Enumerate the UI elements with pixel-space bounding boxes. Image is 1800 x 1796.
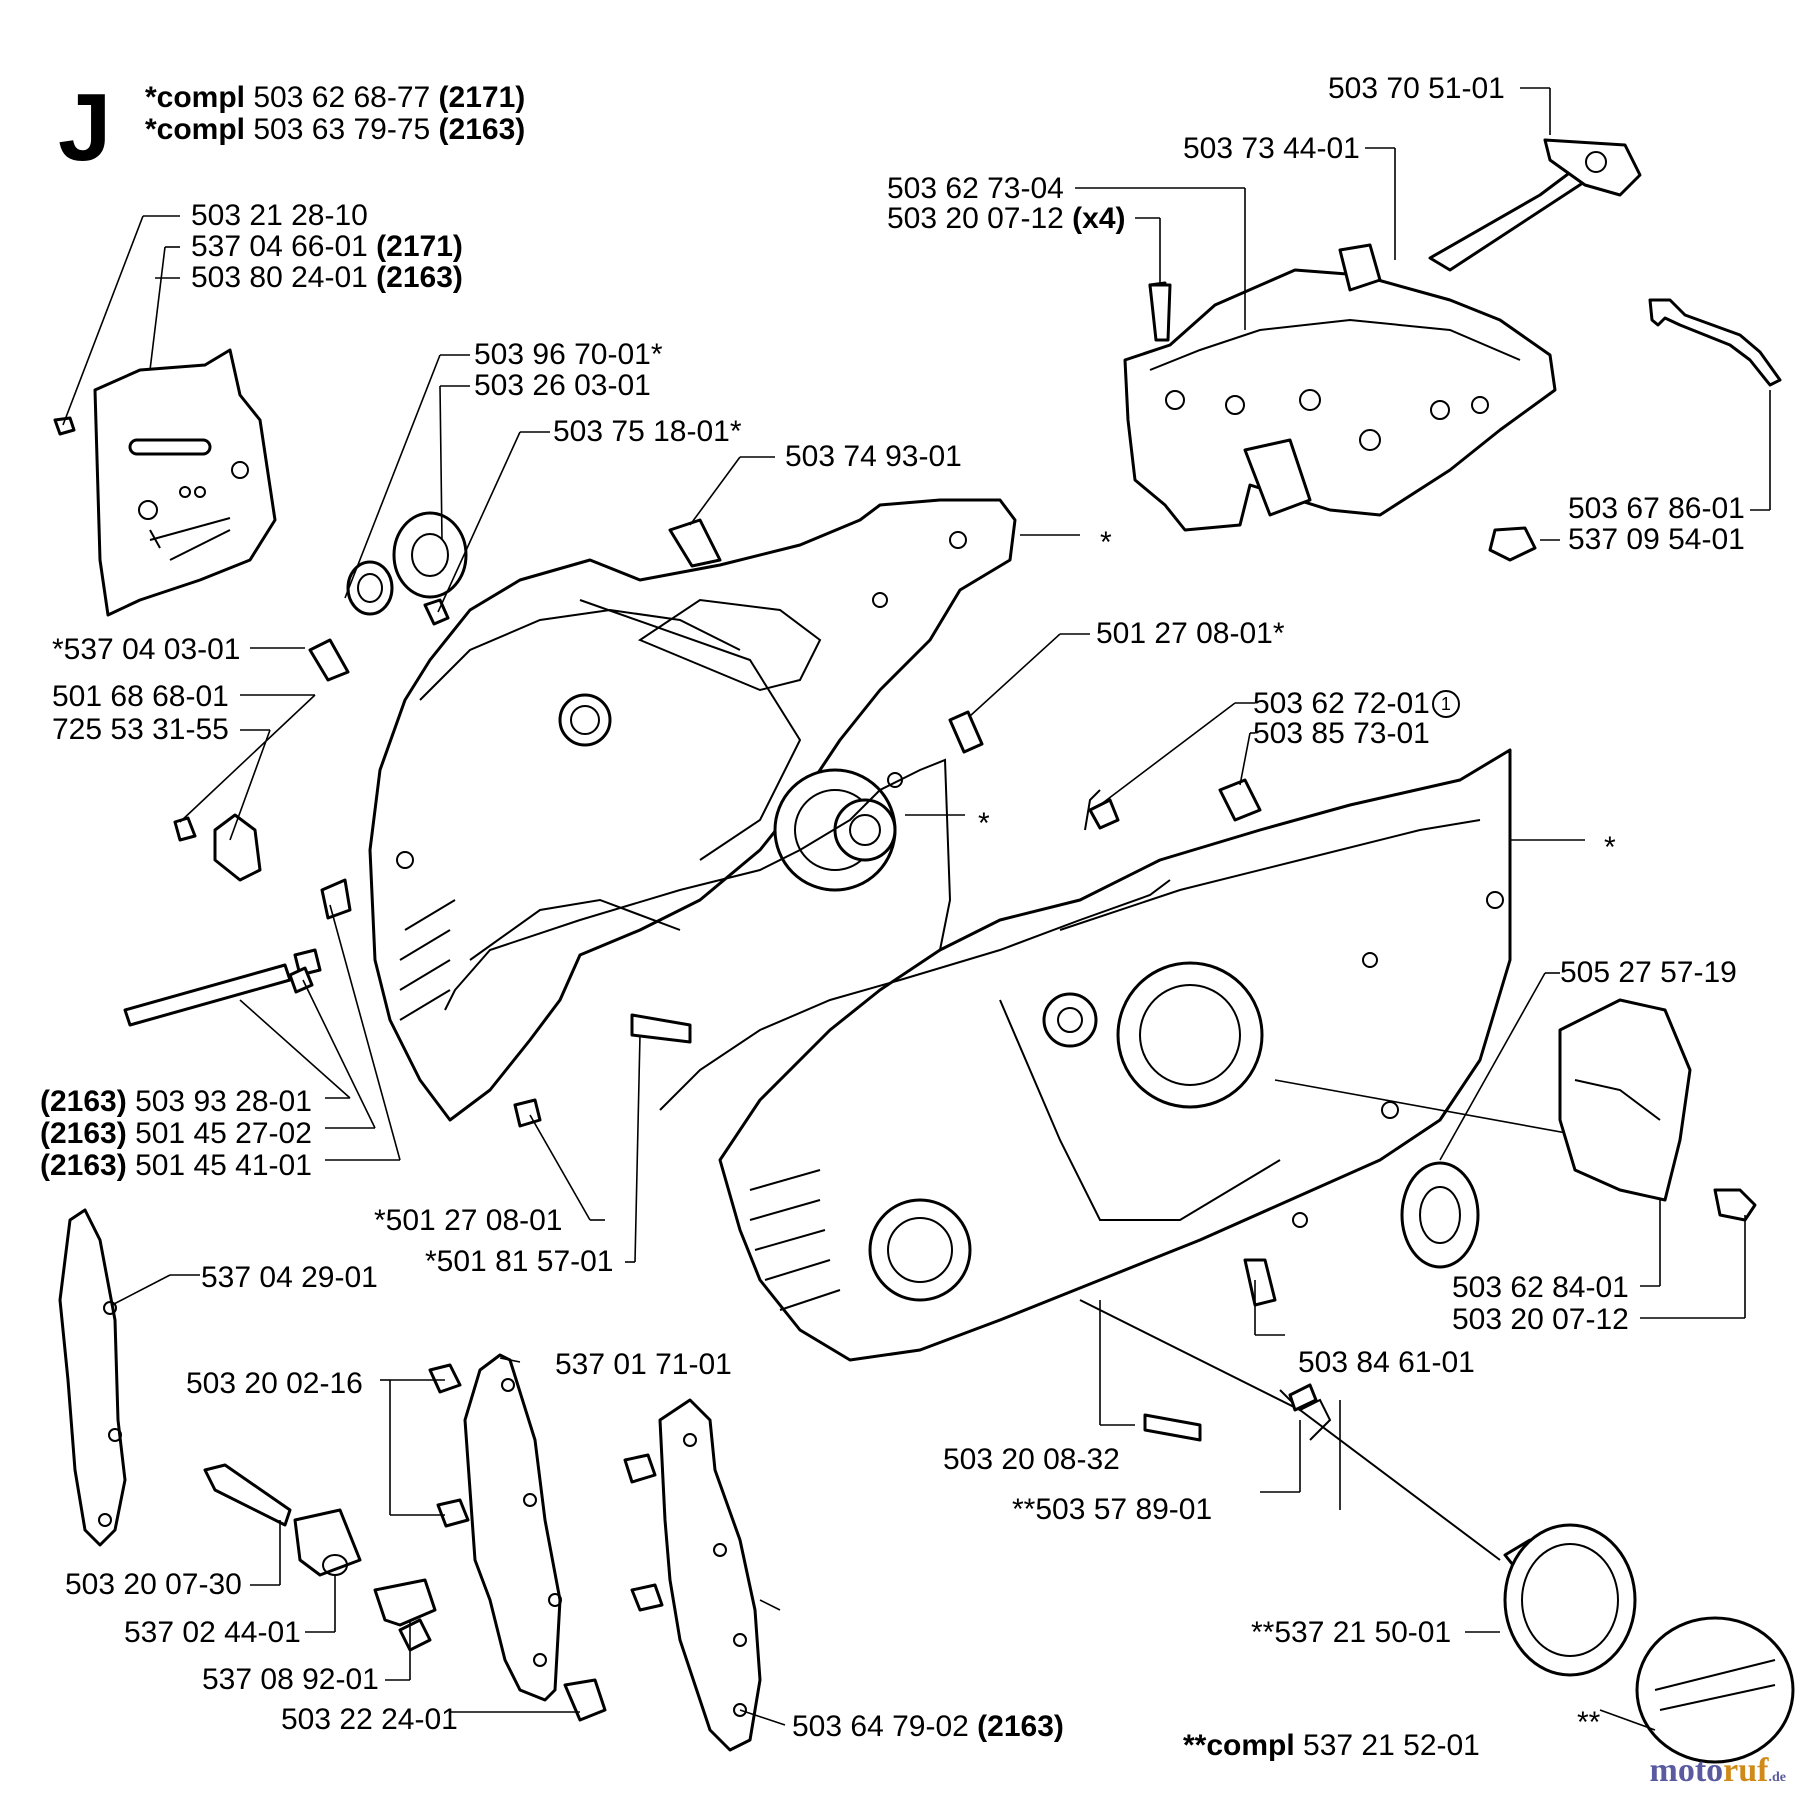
part-model: (2163) <box>40 1117 127 1150</box>
adjuster-set <box>123 694 692 1263</box>
part-label: **503 57 89-01 <box>1012 1493 1213 1526</box>
compl-prefix: *compl <box>145 113 246 146</box>
compl-model: (2171) <box>438 81 526 114</box>
watermark-logo: motoruf.de <box>1649 1752 1786 1789</box>
part-label: 501 27 08-01* <box>1096 617 1285 650</box>
part-model: (2171) <box>376 230 463 263</box>
compl-prefix: **compl <box>1183 1729 1295 1762</box>
part-model: (2163) <box>40 1149 127 1182</box>
part-label: 725 53 31-55 <box>52 713 229 746</box>
crankcase-right <box>659 702 1661 1362</box>
compl-number: 537 21 52-01 <box>1303 1729 1480 1762</box>
part-label: 503 62 73-04 <box>887 172 1064 205</box>
compl-number: 503 62 68-77 <box>253 81 431 114</box>
part-label: 503 75 18-01* <box>553 415 742 448</box>
part-label: 503 73 44-01 <box>1183 132 1360 165</box>
part-label: 503 21 28-10 <box>191 199 368 232</box>
tank-cover <box>1075 87 1782 562</box>
side-cover <box>1400 972 1757 1319</box>
part-label: 505 27 57-19 <box>1560 956 1737 989</box>
note-circle: 1 <box>1431 690 1460 718</box>
part-label-with-model: (2163) 501 45 41-01 <box>40 1150 312 1182</box>
part-label-with-model: (2163) 503 93 28-01 <box>40 1086 312 1118</box>
part-label: 503 74 93-01 <box>785 440 962 473</box>
part-number: 503 62 72-01 <box>1253 687 1430 720</box>
part-number: 503 80 24-01 <box>191 261 368 294</box>
bearing-set-left <box>250 354 1090 816</box>
part-label: 503 70 51-01 <box>1328 72 1505 105</box>
part-label: 537 09 54-01 <box>1568 523 1745 556</box>
part-label: 503 20 07-12 <box>1452 1303 1629 1336</box>
plate-bar <box>58 1208 200 1547</box>
bumper-spike-right <box>450 1398 786 1752</box>
compl-number: 503 63 79-75 <box>253 113 431 146</box>
part-label: 503 67 86-01 <box>1568 492 1745 525</box>
part-label: 537 04 29-01 <box>201 1261 378 1294</box>
part-label-with-model: (2163) 501 45 27-02 <box>40 1118 312 1150</box>
part-label-with-model: 503 64 79-02 (2163) <box>792 1711 1064 1743</box>
chain-guard-plate <box>53 215 277 617</box>
compl-prefix: *compl <box>145 81 246 114</box>
part-label: 537 02 44-01 <box>124 1616 301 1649</box>
part-label: 537 08 92-01 <box>202 1663 379 1696</box>
part-model: (2163) <box>40 1085 127 1118</box>
part-number: 501 45 27-02 <box>135 1117 312 1150</box>
part-number: 501 45 41-01 <box>135 1149 312 1182</box>
part-label: *501 81 57-01 <box>425 1245 614 1278</box>
part-label: 501 68 68-01 <box>52 680 229 713</box>
compl-model: (2163) <box>438 113 526 146</box>
part-model: (2163) <box>977 1710 1064 1743</box>
compl-header-1: *compl 503 62 68-77 (2171) <box>145 82 525 114</box>
spacer-bolt-set <box>203 1463 437 1681</box>
compl-footer: **compl 537 21 52-01 <box>1183 1730 1480 1762</box>
part-label: 503 22 24-01 <box>281 1703 458 1736</box>
part-label: 503 26 03-01 <box>474 369 651 402</box>
part-label-with-model: 503 80 24-01 (2163) <box>191 262 463 294</box>
part-label: 503 20 02-16 <box>186 1367 363 1400</box>
compl-header-2: *compl 503 63 79-75 (2163) <box>145 114 525 146</box>
section-letter: J <box>58 74 112 181</box>
part-number: 503 64 79-02 <box>792 1710 969 1743</box>
part-number: 503 20 07-12 <box>887 202 1064 235</box>
asterisk-label: ** <box>1577 1706 1601 1739</box>
asterisk-label: * <box>1100 526 1112 559</box>
part-label: 537 01 71-01 <box>555 1348 732 1381</box>
part-label: 503 20 08-32 <box>943 1443 1120 1476</box>
part-label-with-model: 537 04 66-01 (2171) <box>191 231 463 263</box>
part-label: **537 21 50-01 <box>1251 1616 1452 1649</box>
part-label: 503 85 73-01 <box>1253 717 1430 750</box>
part-model: (2163) <box>376 261 463 294</box>
part-label: 503 62 84-01 <box>1452 1271 1629 1304</box>
crankcase-left <box>368 498 1017 1122</box>
part-qty: (x4) <box>1072 202 1126 235</box>
asterisk-label: * <box>978 807 990 840</box>
part-label-with-qty: 503 20 07-12 (x4) <box>887 203 1126 235</box>
part-label: *501 27 08-01 <box>374 1204 563 1237</box>
part-number: 503 93 28-01 <box>135 1085 312 1118</box>
part-number: 537 04 66-01 <box>191 230 368 263</box>
part-label: 503 84 61-01 <box>1298 1346 1475 1379</box>
asterisk-label: * <box>1604 831 1616 864</box>
part-label: *537 04 03-01 <box>52 633 241 666</box>
part-label: 503 96 70-01* <box>474 338 663 371</box>
bumper-spike-left <box>380 1353 562 1702</box>
part-label: 503 20 07-30 <box>65 1568 242 1601</box>
filler-cap <box>1465 1523 1795 1764</box>
